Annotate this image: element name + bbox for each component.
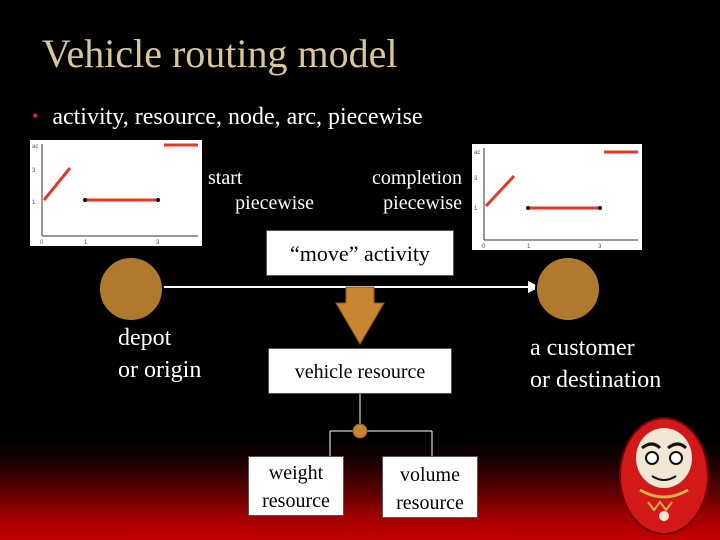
volume-line-1: volume [400, 464, 460, 486]
vehicle-resource-box: vehicle resource [268, 348, 452, 394]
resource-junction [352, 423, 368, 439]
completion-piecewise-label: completion piecewise [340, 166, 462, 216]
bullet-item: • activity, resource, node, arc, piecewis… [32, 104, 423, 131]
customer-label: a customer or destination [530, 332, 661, 396]
weight-resource-box: weight resource [248, 456, 344, 516]
volume-resource-box: volume resource [382, 456, 478, 518]
svg-text:ac: ac [32, 144, 38, 150]
start-piecewise-plot: ac 3 1 0 1 3 [30, 140, 202, 246]
svg-text:ac: ac [474, 150, 480, 156]
start-piecewise-chart: ac 3 1 0 1 3 [32, 143, 198, 246]
svg-text:1: 1 [32, 200, 36, 206]
svg-text:1: 1 [84, 240, 88, 246]
bullet-text: activity, resource, node, arc, piecewise [52, 104, 423, 130]
svg-text:3: 3 [474, 176, 478, 182]
weight-line-1: weight [268, 462, 324, 484]
arc-arrowhead [528, 281, 540, 293]
start-piecewise-label: start piecewise [196, 166, 314, 216]
move-activity-box: “move” activity [266, 230, 454, 276]
svg-text:3: 3 [32, 168, 36, 174]
daruma-doll-icon [619, 417, 709, 535]
depot-label-line-2: or origin [118, 357, 202, 383]
depot-node [98, 256, 164, 322]
depot-label: depot or origin [118, 322, 201, 386]
svg-text:3: 3 [598, 244, 602, 250]
customer-node [535, 256, 601, 322]
svg-text:0: 0 [482, 244, 486, 250]
start-label-line-2: piecewise [235, 192, 314, 214]
volume-line-2: resource [396, 492, 464, 514]
depot-label-line-1: depot [118, 325, 172, 351]
completion-label-line-1: completion [372, 167, 462, 189]
customer-label-line-1: a customer [530, 335, 635, 361]
start-label-line-1: start [208, 167, 243, 189]
svg-text:1: 1 [527, 244, 531, 250]
customer-label-line-2: or destination [530, 367, 662, 393]
completion-piecewise-plot: ac 3 1 0 1 3 [472, 144, 642, 250]
bullet-dot-icon: • [32, 106, 39, 126]
completion-label-line-2: piecewise [383, 192, 462, 214]
svg-text:3: 3 [156, 240, 160, 246]
weight-line-2: resource [262, 490, 330, 512]
completion-piecewise-chart: ac 3 1 0 1 3 [474, 148, 638, 250]
down-arrow-icon [335, 286, 385, 345]
slide-title: Vehicle routing model [42, 31, 398, 76]
svg-text:1: 1 [474, 206, 478, 212]
svg-text:0: 0 [40, 240, 44, 246]
